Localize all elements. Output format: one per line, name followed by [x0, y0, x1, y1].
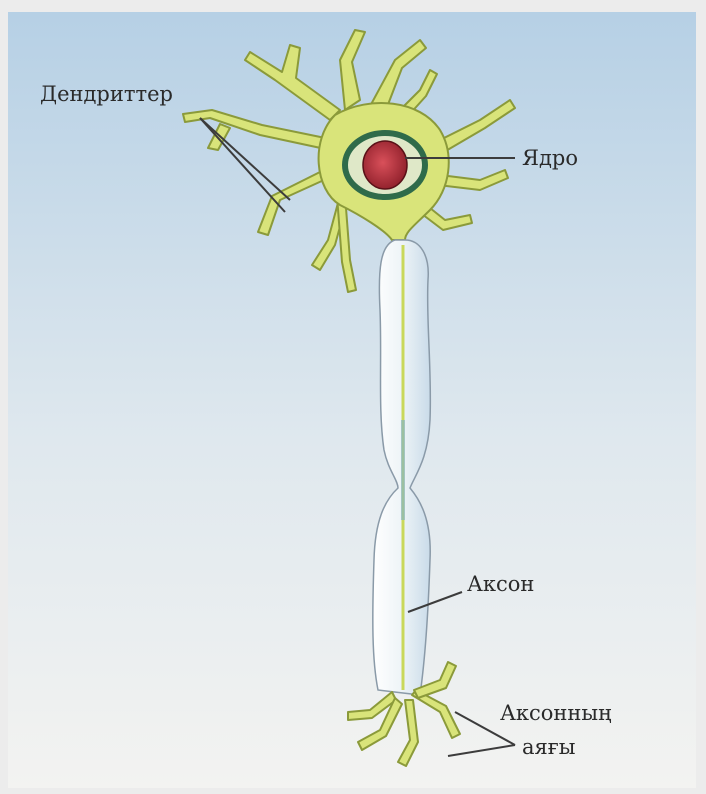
label-dendrites: Дендриттер — [40, 84, 173, 105]
label-nucleus: Ядро — [522, 148, 578, 169]
label-axon-end-line1: Аксонның — [500, 703, 612, 724]
label-axon-end-line2: аяғы — [522, 737, 575, 758]
nucleus — [345, 133, 425, 197]
label-axon: Аксон — [467, 574, 534, 595]
